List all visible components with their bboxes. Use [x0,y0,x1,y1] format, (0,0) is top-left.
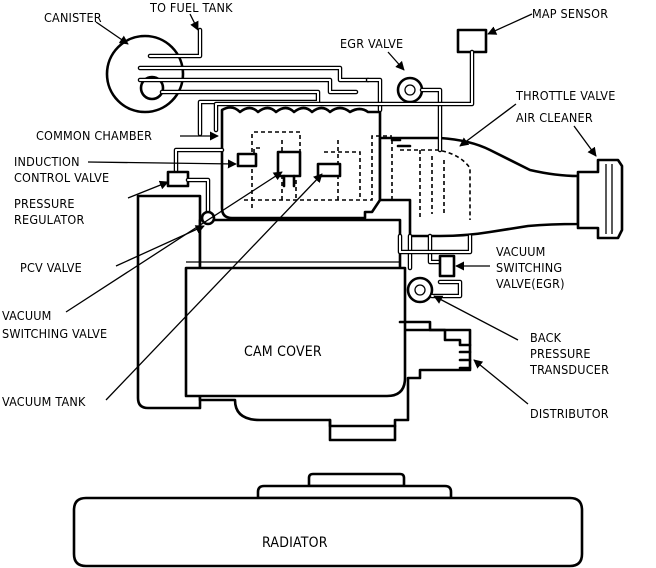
radiator-cap-base [256,484,453,500]
label-bpt-3: TRANSDUCER [529,362,609,377]
distributor-ribs [458,350,472,370]
vsv-legs [282,174,296,188]
vsv-egr-body [438,254,456,278]
distributor-outline [398,320,472,347]
radiator-cap-top [307,472,406,488]
leader-distributor [473,359,529,405]
label-induction-1: INDUCTION [14,154,80,169]
canister-body [105,34,185,114]
leader-pressure-regulator [127,180,169,199]
pcv-valve-body [200,210,216,226]
label-map-sensor: MAP SENSOR [532,6,608,21]
leader-induction-valve [87,159,237,169]
leader-vacuum-tank [105,173,323,401]
leader-canister [95,21,129,45]
intake-manifold [220,106,624,240]
label-bpt-2: PRESSURE [530,346,591,361]
label-vsv-1: VACUUM [2,308,52,323]
bpt-core [414,284,426,296]
label-air-cleaner: AIR CLEANER [516,110,593,125]
leader-vsv [65,171,283,313]
label-vsv-egr-3: VALVE(EGR) [496,276,565,291]
leader-lines [65,13,597,405]
bpt-body [406,276,434,304]
label-canister: CANISTER [44,10,102,25]
label-vsv-egr-1: VACUUM [496,244,546,259]
egr-valve-body [396,76,424,104]
ic-valve-block [236,152,258,168]
air-cleaner-ribs [605,164,613,234]
leader-air-cleaner [573,125,597,157]
egr-valve-core [404,84,416,96]
label-to-fuel-tank: TO FUEL TANK [149,0,233,15]
leader-map-sensor [487,13,533,35]
vacuum-tank-block [316,162,342,178]
throttle-dashed-lines [400,149,471,220]
throttle-linkage [390,138,412,148]
label-vsv-2: SWITCHING VALVE [2,326,107,341]
engine-skirt [328,418,397,428]
radiator-body [72,496,584,568]
labels: CANISTER TO FUEL TANK MAP SENSOR EGR VAL… [2,0,616,551]
label-vacuum-tank: VACUUM TANK [2,394,86,409]
map-sensor-box [456,28,488,54]
label-throttle-valve: THROTTLE VALVE [515,88,616,103]
label-pressure-1: PRESSURE [14,196,75,211]
label-vsv-egr-2: SWITCHING [496,260,562,275]
leader-fuel-tank [189,13,199,31]
leader-egr-valve [387,51,405,71]
hose-bpt [429,279,463,299]
canister-port [139,75,165,101]
vsv-block [276,150,302,178]
air-duct [378,136,580,238]
label-pressure-2: REGULATOR [14,212,84,227]
vacuum-hoses [105,27,488,304]
label-bpt-1: BACK [530,330,562,345]
label-induction-2: CONTROL VALVE [14,170,109,185]
label-radiator: RADIATOR [262,535,328,551]
label-distributor: DISTRIBUTOR [530,406,609,421]
engine-block [136,194,472,442]
air-cleaner-housing [576,158,624,240]
radiator [72,472,584,568]
label-common-chamber: COMMON CHAMBER [36,128,152,143]
cam-cover [184,266,407,398]
label-cam-cover: CAM COVER [244,344,322,360]
leader-throttle-valve [459,103,517,147]
label-pcv-valve: PCV VALVE [20,260,82,275]
label-egr-valve: EGR VALVE [340,36,403,51]
induction-valve-body [166,170,190,188]
leader-bpt [433,295,519,341]
